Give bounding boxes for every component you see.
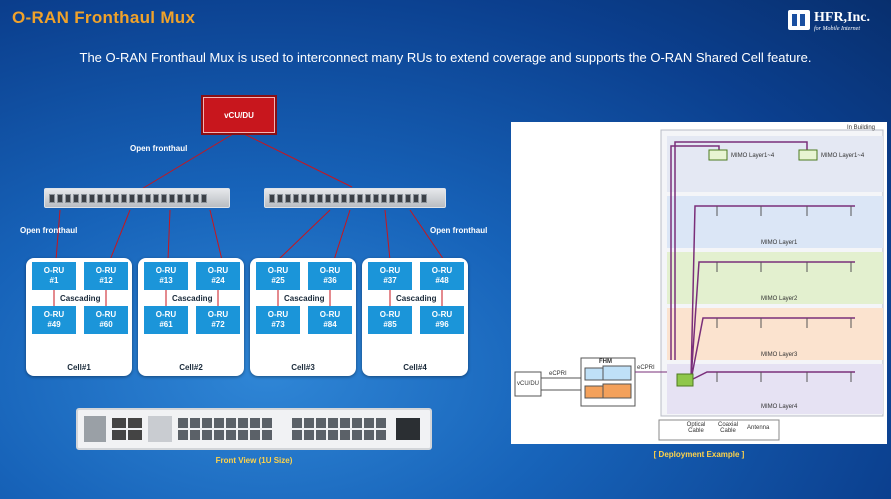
- cpri-label: eCPRI: [549, 371, 567, 377]
- company-logo: HFR,Inc. for Mobile Internet: [788, 8, 870, 32]
- floor-layer2: [667, 252, 883, 304]
- cell-4: O-RU#37 O-RU#48 Cascading O-RU#85 O-RU#9…: [362, 258, 468, 376]
- layer-label: MIMO Layer4: [761, 404, 798, 410]
- deployment-caption: [ Deployment Example ]: [653, 450, 745, 459]
- layer-label: MIMO Layer1~4: [731, 153, 775, 159]
- fhm-front-panel: [84, 416, 420, 442]
- dep-vcu-label: vCU/DU: [517, 381, 539, 387]
- legend-coaxial: Coaxial Cable: [717, 422, 738, 434]
- o-ru: O-RU#25: [256, 262, 300, 290]
- fhm-front-view-image: [76, 408, 432, 450]
- o-ru: O-RU#61: [144, 306, 188, 334]
- cascading-label: Cascading: [284, 294, 325, 303]
- logo-text: HFR,Inc.: [814, 10, 870, 25]
- cascading-label: Cascading: [60, 294, 101, 303]
- fhm-switch-right: [264, 188, 446, 208]
- o-ru: O-RU#24: [196, 262, 240, 290]
- deployment-svg: [514, 129, 884, 441]
- cell-name: Cell#1: [67, 363, 91, 372]
- open-fronthaul-label-top: Open fronthaul: [130, 144, 188, 153]
- front-view-caption: Front View (1U Size): [215, 456, 293, 465]
- layer-label: MIMO Layer3: [761, 352, 798, 358]
- open-fronthaul-label-left: Open fronthaul: [20, 226, 78, 235]
- layer-label: MIMO Layer1: [761, 240, 798, 246]
- cpri-label: eCPRI: [637, 365, 655, 371]
- deployment-diagram: In Building MIMO Layer1~4 MIMO Layer1~4 …: [511, 122, 887, 444]
- cell-2: O-RU#13 O-RU#24 Cascading O-RU#61 O-RU#7…: [138, 258, 244, 376]
- layer-label: MIMO Layer2: [761, 296, 798, 302]
- cascading-label: Cascading: [172, 294, 213, 303]
- cell-name: Cell#2: [179, 363, 203, 372]
- page-subtitle: The O-RAN Fronthaul Mux is used to inter…: [79, 50, 812, 65]
- cell-name: Cell#3: [291, 363, 315, 372]
- o-ru: O-RU#37: [368, 262, 412, 290]
- hfr-logo-icon: [788, 10, 810, 30]
- floor-layer1: [667, 196, 883, 248]
- legend-optical: Optical Cable: [686, 422, 706, 434]
- legend-antenna: Antenna: [747, 425, 770, 431]
- cell-1: O-RU#1 O-RU#12 Cascading O-RU#49 O-RU#60…: [26, 258, 132, 376]
- o-ru: O-RU#48: [420, 262, 464, 290]
- cell-3: O-RU#25 O-RU#36 Cascading O-RU#73 O-RU#8…: [250, 258, 356, 376]
- floor-top: [667, 136, 883, 192]
- o-ru: O-RU#13: [144, 262, 188, 290]
- dep-fhm-label: FHM: [599, 359, 612, 365]
- page-title: O-RAN Fronthaul Mux: [12, 8, 196, 27]
- o-ru: O-RU#73: [256, 306, 300, 334]
- o-ru: O-RU#49: [32, 306, 76, 334]
- fhm-switch-left: [44, 188, 230, 208]
- o-ru: O-RU#72: [196, 306, 240, 334]
- logo-subtext: for Mobile Internet: [814, 26, 860, 32]
- o-ru: O-RU#85: [368, 306, 412, 334]
- o-ru: O-RU#60: [84, 306, 128, 334]
- o-ru: O-RU#36: [308, 262, 352, 290]
- floor-layer3: [667, 308, 883, 360]
- o-ru: O-RU#1: [32, 262, 76, 290]
- vcu-du-box: vCU/DU: [203, 97, 275, 133]
- layer-label: MIMO Layer1~4: [821, 153, 865, 159]
- o-ru: O-RU#12: [84, 262, 128, 290]
- in-building-label: In Building: [847, 125, 876, 131]
- cell-name: Cell#4: [403, 363, 427, 372]
- open-fronthaul-label-right: Open fronthaul: [430, 226, 488, 235]
- o-ru: O-RU#84: [308, 306, 352, 334]
- o-ru: O-RU#96: [420, 306, 464, 334]
- cascading-label: Cascading: [396, 294, 437, 303]
